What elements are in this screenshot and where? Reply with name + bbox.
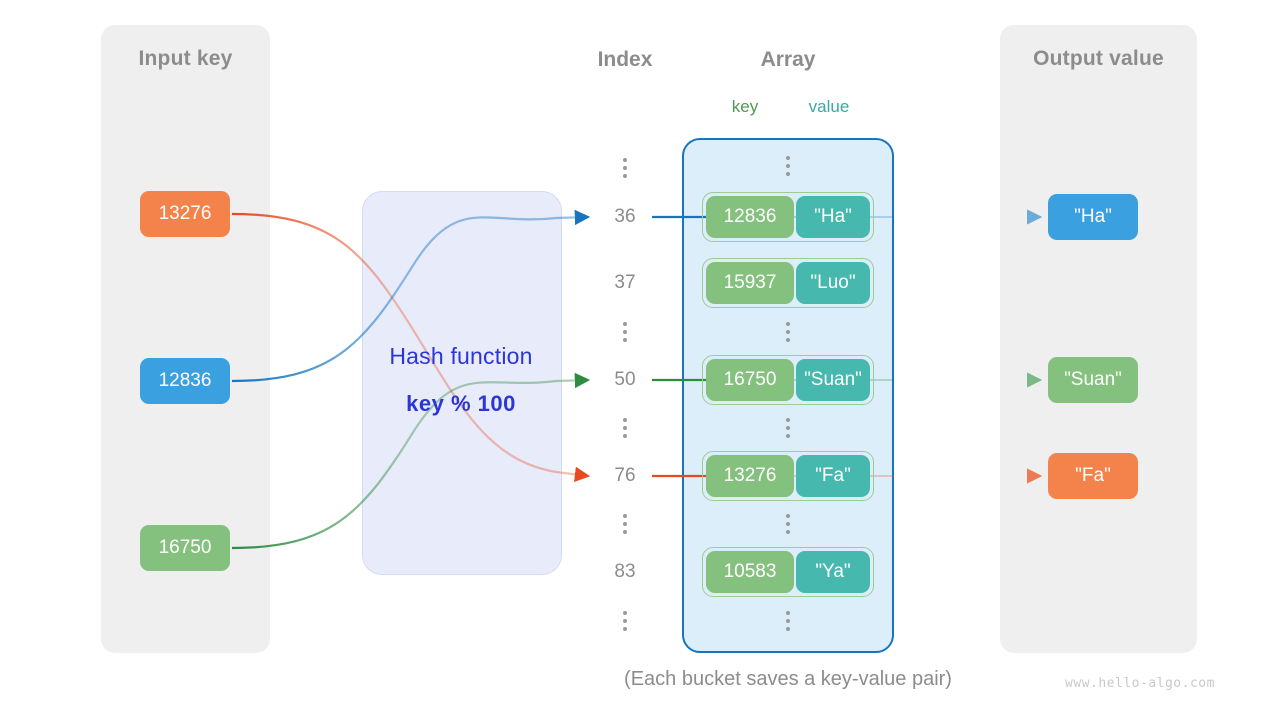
hash-function-box: [362, 191, 562, 575]
key-subheading: key: [731, 97, 759, 116]
array-ellipsis: [781, 510, 795, 538]
index-ellipsis: [618, 318, 632, 346]
index-ellipsis: [618, 510, 632, 538]
array-ellipsis: [781, 607, 795, 635]
value-subheading: value: [808, 97, 850, 116]
input-key-chip[interactable]: 13276: [140, 191, 230, 237]
array-bucket[interactable]: 16750"Suan": [702, 355, 874, 405]
bucket-value-cell: "Suan": [796, 359, 870, 401]
bucket-key-cell: 12836: [706, 196, 794, 238]
bucket-key-cell: 13276: [706, 455, 794, 497]
index-ellipsis: [618, 414, 632, 442]
output-value-panel: Output value: [1000, 25, 1197, 653]
output-value-chip[interactable]: "Ha": [1048, 194, 1138, 240]
index-label: 36: [614, 206, 636, 227]
index-ellipsis: [618, 607, 632, 635]
site-watermark: www.hello-algo.com: [1065, 676, 1215, 691]
array-bucket[interactable]: 12836"Ha": [702, 192, 874, 242]
input-key-chip[interactable]: 12836: [140, 358, 230, 404]
diagram-caption: (Each bucket saves a key-value pair): [624, 668, 952, 690]
index-column-heading: Index: [597, 48, 653, 71]
index-ellipsis: [618, 154, 632, 182]
index-label: 37: [614, 272, 636, 293]
input-key-chip[interactable]: 16750: [140, 525, 230, 571]
hash-function-formula: key % 100: [406, 391, 516, 416]
index-label: 50: [614, 369, 636, 390]
bucket-key-cell: 10583: [706, 551, 794, 593]
index-label: 76: [614, 465, 636, 486]
array-ellipsis: [781, 152, 795, 180]
output-value-chip[interactable]: "Fa": [1048, 453, 1138, 499]
bucket-value-cell: "Ya": [796, 551, 870, 593]
array-ellipsis: [781, 414, 795, 442]
array-ellipsis: [781, 318, 795, 346]
hash-function-label: Hash function: [389, 343, 533, 369]
output-value-panel-title: Output value: [1033, 47, 1164, 70]
array-bucket[interactable]: 10583"Ya": [702, 547, 874, 597]
bucket-value-cell: "Ha": [796, 196, 870, 238]
index-label: 83: [614, 561, 636, 582]
bucket-key-cell: 15937: [706, 262, 794, 304]
bucket-value-cell: "Fa": [796, 455, 870, 497]
output-value-chip[interactable]: "Suan": [1048, 357, 1138, 403]
bucket-key-cell: 16750: [706, 359, 794, 401]
input-key-panel-title: Input key: [138, 47, 233, 70]
bucket-value-cell: "Luo": [796, 262, 870, 304]
array-bucket[interactable]: 13276"Fa": [702, 451, 874, 501]
array-column-heading: Array: [760, 48, 816, 71]
array-bucket[interactable]: 15937"Luo": [702, 258, 874, 308]
